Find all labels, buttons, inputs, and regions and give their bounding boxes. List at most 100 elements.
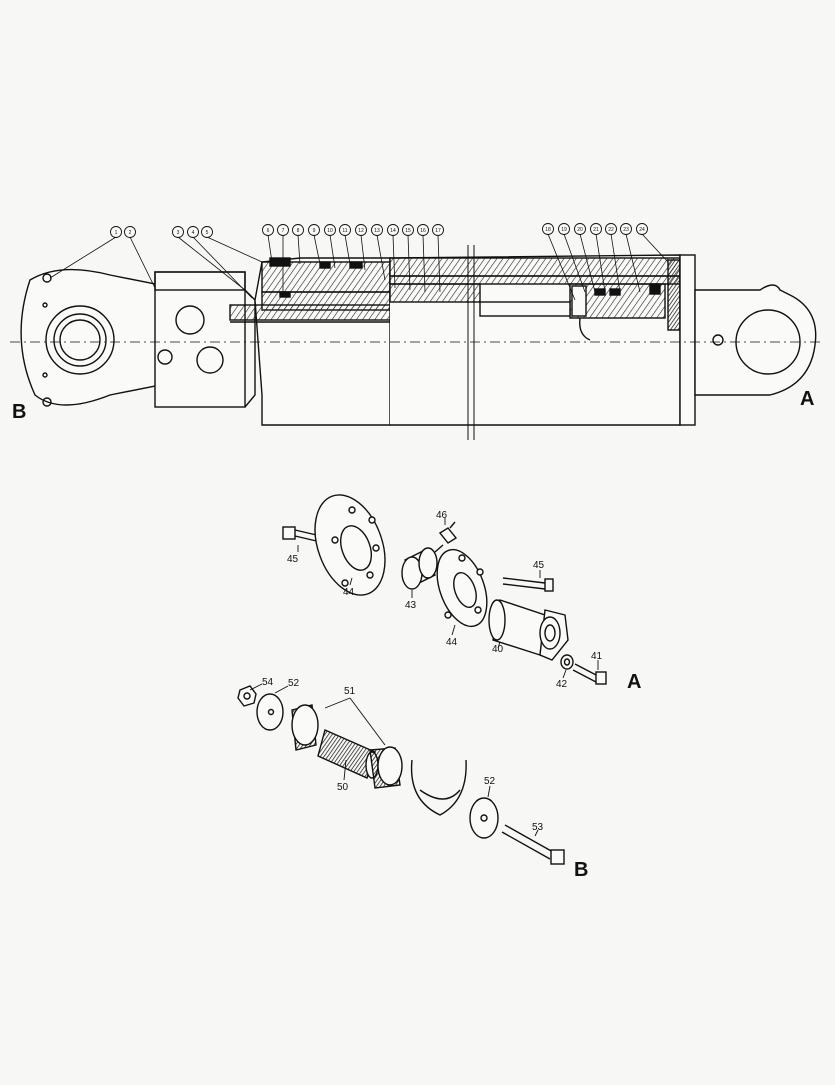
callout-bubble-22 bbox=[605, 223, 617, 235]
callout-number-4: 4 bbox=[192, 230, 195, 236]
callout-bubble-5 bbox=[201, 226, 213, 238]
bushing-43 bbox=[401, 547, 438, 590]
label-52-right: 52 bbox=[484, 776, 496, 787]
washer-52-right bbox=[469, 797, 499, 839]
callout-leader-19 bbox=[563, 233, 586, 293]
washer-52-left bbox=[256, 693, 284, 731]
callout-bubble-14 bbox=[387, 224, 399, 236]
callout-leader-22 bbox=[610, 233, 621, 293]
callout-number-23: 23 bbox=[623, 227, 629, 233]
callout-leader-16 bbox=[422, 234, 426, 293]
callout-bubble-16 bbox=[417, 224, 429, 236]
callout-leader-9 bbox=[313, 234, 321, 265]
label-53: 53 bbox=[532, 822, 544, 833]
callout-leader-3 bbox=[177, 236, 246, 291]
callout-leader-15 bbox=[407, 234, 411, 291]
callout-leader-2 bbox=[129, 236, 156, 289]
callout-bubble-23 bbox=[620, 223, 632, 235]
callout-bubble-7 bbox=[277, 224, 289, 236]
label-40: 40 bbox=[492, 644, 504, 655]
label-43: 43 bbox=[405, 600, 417, 611]
leader-lines bbox=[249, 518, 599, 837]
callout-number-9: 9 bbox=[313, 228, 316, 234]
callout-leader-4 bbox=[192, 236, 253, 299]
callout-bubble-12 bbox=[355, 224, 367, 236]
callout-number-10: 10 bbox=[327, 228, 333, 234]
callout-bubble-6 bbox=[262, 224, 274, 236]
bushing-51-left bbox=[291, 704, 319, 751]
callout-number-1: 1 bbox=[115, 230, 118, 236]
flange-44-left bbox=[314, 494, 386, 596]
callout-number-21: 21 bbox=[593, 227, 599, 233]
label-b-top: B bbox=[12, 401, 26, 423]
callout-number-19: 19 bbox=[561, 227, 567, 233]
callout-leader-17 bbox=[437, 234, 441, 293]
callout-number-16: 16 bbox=[420, 228, 426, 234]
callout-bubble-9 bbox=[308, 224, 320, 236]
callout-leader-8 bbox=[297, 234, 301, 265]
nut-54 bbox=[237, 685, 257, 707]
callout-leader-12 bbox=[360, 234, 366, 271]
callout-leader-1 bbox=[49, 236, 117, 279]
bushing-51-right bbox=[369, 746, 403, 789]
bolt-53 bbox=[501, 824, 565, 865]
cylinder-assembly bbox=[10, 245, 820, 440]
bolt-41 bbox=[572, 663, 607, 685]
callout-leader-21 bbox=[595, 233, 606, 293]
label-46: 46 bbox=[436, 510, 448, 521]
bolt-45-right bbox=[502, 577, 554, 592]
label-a-mid: A bbox=[627, 671, 641, 693]
callout-number-18: 18 bbox=[545, 227, 551, 233]
callout-bubble-8 bbox=[292, 224, 304, 236]
callout-number-2: 2 bbox=[129, 230, 132, 236]
callout-number-20: 20 bbox=[577, 227, 583, 233]
callout-bubble-24 bbox=[636, 223, 648, 235]
callout-number-17: 17 bbox=[435, 228, 441, 234]
washer-42 bbox=[560, 654, 574, 670]
callout-leader-23 bbox=[625, 233, 641, 293]
callout-bubble-10 bbox=[324, 224, 336, 236]
callout-number-8: 8 bbox=[297, 228, 300, 234]
callout-number-3: 3 bbox=[177, 230, 180, 236]
callout-number-13: 13 bbox=[374, 228, 380, 234]
callout-leader-11 bbox=[344, 234, 351, 265]
pin-50 bbox=[317, 729, 379, 779]
flange-44-right bbox=[436, 548, 488, 628]
callout-bubble-19 bbox=[558, 223, 570, 235]
callout-bubble-2 bbox=[124, 226, 136, 238]
callout-bubble-1 bbox=[110, 226, 122, 238]
label-45-left: 45 bbox=[287, 554, 299, 565]
callout-number-11: 11 bbox=[342, 228, 347, 234]
clevis-eye bbox=[410, 759, 467, 816]
callout-leader-10 bbox=[329, 234, 336, 269]
callout-bubble-4 bbox=[187, 226, 199, 238]
callout-bubble-20 bbox=[574, 223, 586, 235]
callout-number-24: 24 bbox=[639, 227, 645, 233]
callout-leader-14 bbox=[392, 234, 396, 289]
label-a-top: A bbox=[800, 388, 814, 410]
label-51: 51 bbox=[344, 686, 356, 697]
pin-40 bbox=[488, 599, 569, 661]
callout-number-15: 15 bbox=[405, 228, 411, 234]
callout-bubble-18 bbox=[542, 223, 554, 235]
callout-leader-13 bbox=[376, 234, 386, 281]
callout-bubble-13 bbox=[371, 224, 383, 236]
label-41: 41 bbox=[591, 651, 603, 662]
callout-bubble-15 bbox=[402, 224, 414, 236]
callout-leader-5 bbox=[206, 236, 263, 263]
callout-leader-24 bbox=[641, 233, 669, 263]
label-42: 42 bbox=[556, 679, 568, 690]
label-54: 54 bbox=[262, 677, 274, 688]
callout-leader-6 bbox=[267, 234, 273, 263]
callout-number-22: 22 bbox=[608, 227, 614, 233]
callout-bubble-17 bbox=[432, 224, 444, 236]
callout-number-6: 6 bbox=[267, 228, 270, 234]
callout-leader-18 bbox=[547, 233, 576, 301]
callout-number-7: 7 bbox=[282, 228, 285, 234]
callout-number-12: 12 bbox=[358, 228, 364, 234]
pin-assembly-a bbox=[282, 494, 607, 685]
label-44-left: 44 bbox=[343, 587, 355, 598]
